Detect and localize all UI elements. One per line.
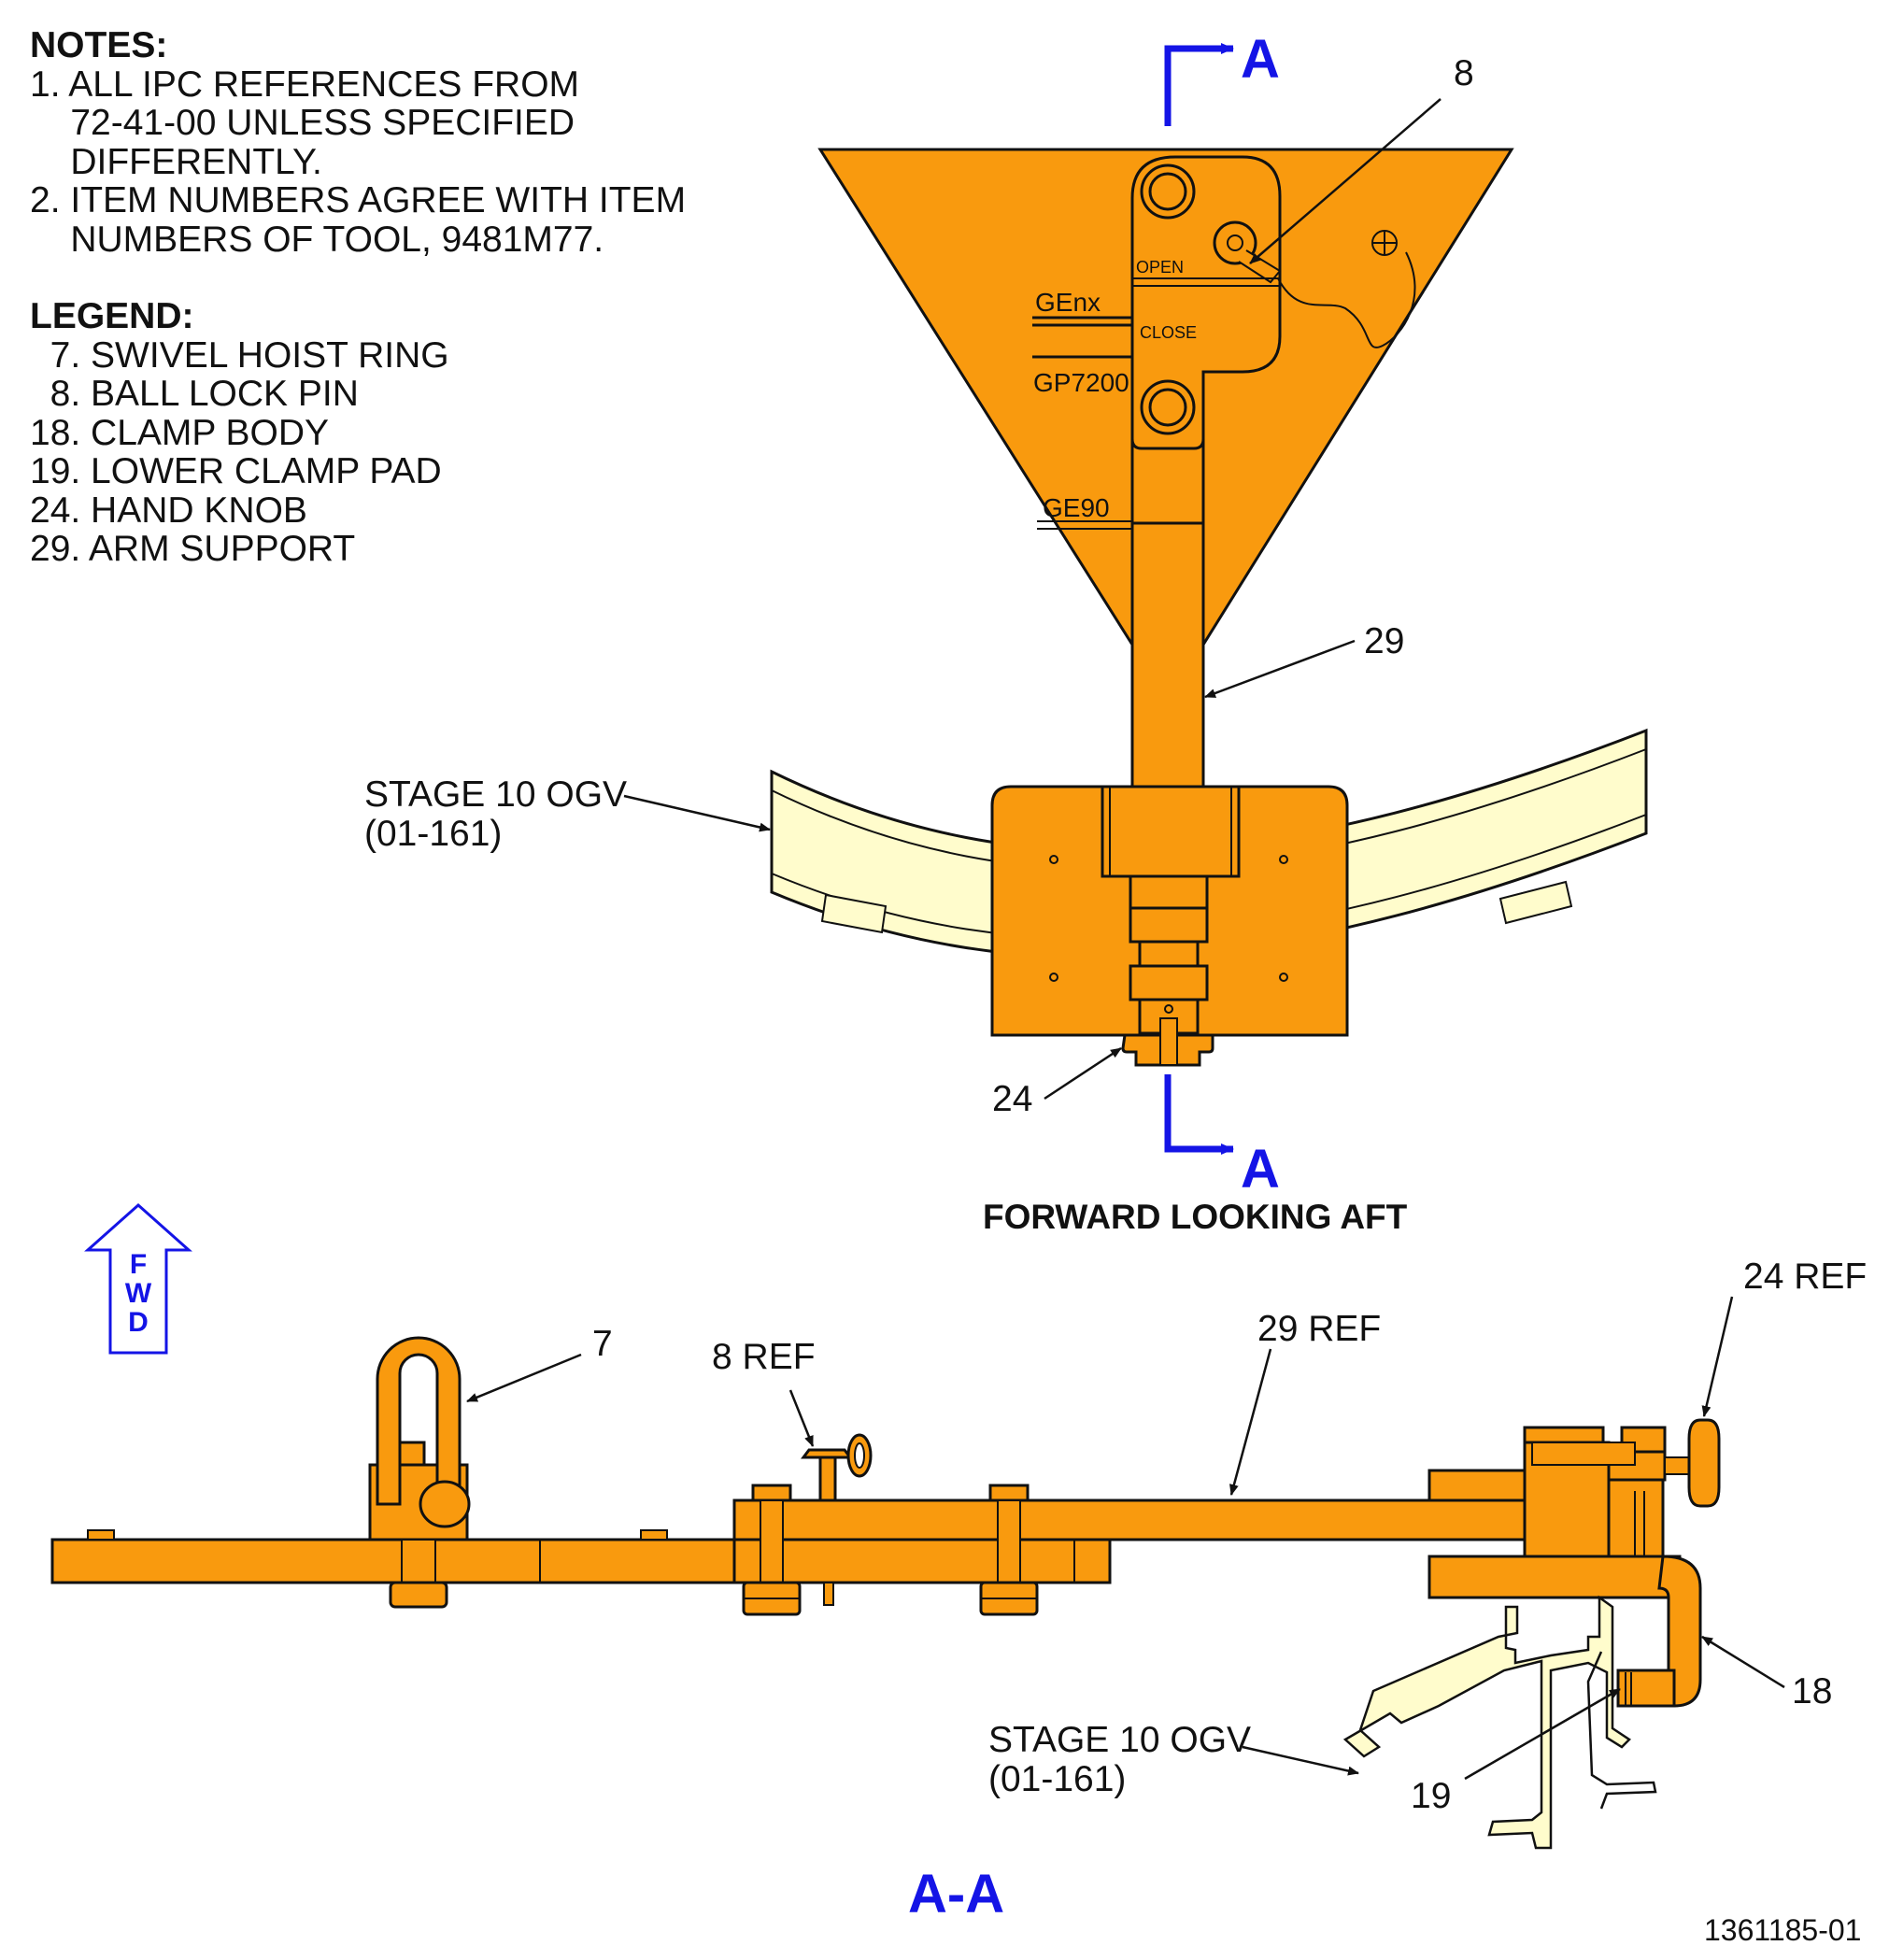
legend-item: 8. BALL LOCK PIN bbox=[30, 374, 359, 414]
callout-item-7: 7 bbox=[592, 1324, 613, 1364]
legend-item: 18. CLAMP BODY bbox=[30, 412, 330, 453]
legend-title: LEGEND: bbox=[30, 296, 194, 336]
ball-lock-pin-8 bbox=[801, 1433, 873, 1606]
clamp-body-top bbox=[990, 785, 1349, 1067]
swivel-hoist-ring-7 bbox=[368, 1336, 471, 1609]
section-marker-top: A bbox=[1241, 29, 1280, 90]
section-cut-arrows bbox=[1164, 43, 1234, 1155]
callout-item-24-ref: 24 REF bbox=[1743, 1257, 1868, 1297]
section-view-assembly bbox=[50, 1336, 1721, 1850]
forward-view-title: FORWARD LOOKING AFT bbox=[983, 1198, 1408, 1236]
fwd-letter: W bbox=[124, 1278, 152, 1309]
legend-item: 24. HAND KNOB bbox=[30, 490, 307, 531]
gp7200-marking: GP7200 bbox=[1033, 368, 1129, 397]
callout-item-8-ref: 8 REF bbox=[712, 1337, 816, 1377]
arm-support-29 bbox=[817, 148, 1514, 796]
ogv-profile-section bbox=[1342, 1595, 1657, 1850]
leader-lines-section bbox=[466, 1296, 1785, 1781]
open-marking: OPEN bbox=[1136, 258, 1185, 277]
note-line: 1. ALL IPC REFERENCES FROM bbox=[30, 64, 580, 105]
callout-stage10-ogv-top: STAGE 10 OGV(01-161) bbox=[364, 775, 627, 854]
ge90-marking: GE90 bbox=[1043, 493, 1110, 522]
note-line: NUMBERS OF TOOL, 9481M77. bbox=[30, 219, 604, 260]
callout-line: STAGE 10 OGV bbox=[364, 774, 628, 815]
figure-number: 1361185-01 bbox=[1704, 1913, 1862, 1947]
note-line: 2. ITEM NUMBERS AGREE WITH ITEM bbox=[30, 180, 687, 220]
legend-item: 19. LOWER CLAMP PAD bbox=[30, 451, 442, 491]
callout-line: STAGE 10 OGV bbox=[988, 1720, 1252, 1760]
callout-line: (01-161) bbox=[364, 814, 503, 854]
callout-stage10-ogv-section: STAGE 10 OGV(01-161) bbox=[988, 1721, 1251, 1799]
note-line: 72-41-00 UNLESS SPECIFIED bbox=[30, 103, 575, 143]
section-view-title: A-A bbox=[908, 1864, 1005, 1924]
leader-lines-top bbox=[623, 98, 1442, 1101]
callout-item-29-ref: 29 REF bbox=[1257, 1309, 1382, 1349]
notes-title: NOTES: bbox=[30, 25, 168, 65]
section-marker-bottom: A bbox=[1241, 1139, 1280, 1200]
genx-marking: GEnx bbox=[1035, 288, 1101, 317]
legend-item: 29. ARM SUPPORT bbox=[30, 529, 356, 569]
fwd-arrow-icon bbox=[84, 1202, 192, 1355]
note-line: DIFFERENTLY. bbox=[30, 141, 322, 182]
callout-item-29: 29 bbox=[1364, 621, 1405, 661]
callout-item-19: 19 bbox=[1411, 1776, 1452, 1816]
clamp-body-18 bbox=[1427, 1418, 1721, 1708]
fwd-label: F W D bbox=[120, 1250, 157, 1337]
callout-item-8: 8 bbox=[1454, 53, 1474, 93]
fwd-letter: D bbox=[128, 1307, 149, 1338]
fwd-letter: F bbox=[129, 1249, 148, 1280]
legend-item: 7. SWIVEL HOIST RING bbox=[30, 334, 449, 376]
callout-item-24: 24 bbox=[992, 1079, 1033, 1119]
callout-item-18: 18 bbox=[1792, 1671, 1833, 1711]
notes-block: NOTES: 1. ALL IPC REFERENCES FROM 72-41-… bbox=[30, 26, 686, 569]
close-marking: CLOSE bbox=[1140, 323, 1198, 342]
callout-line: (01-161) bbox=[988, 1759, 1127, 1799]
